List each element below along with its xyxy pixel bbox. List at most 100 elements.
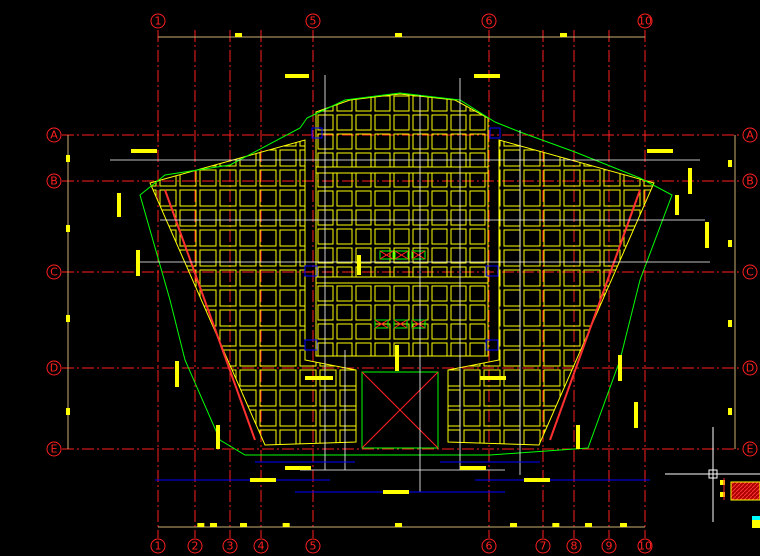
axis-label-right-bubble bbox=[742, 173, 758, 189]
waffle-cell bbox=[339, 409, 356, 427]
waffle-cell bbox=[448, 389, 461, 407]
axis-label-right-bubble bbox=[742, 127, 758, 143]
waffle-cell bbox=[503, 149, 521, 167]
waffle-cell bbox=[279, 309, 297, 327]
waffle-cell bbox=[219, 189, 237, 207]
opening-cross bbox=[411, 319, 426, 329]
waffle-cell bbox=[448, 189, 461, 207]
axis-label-bottom: 10 bbox=[638, 540, 652, 553]
waffle-cell bbox=[543, 229, 561, 247]
waffle-cell bbox=[393, 190, 410, 207]
waffle-cell bbox=[583, 249, 601, 267]
annotation-tag bbox=[250, 478, 276, 482]
waffle-cell bbox=[239, 249, 257, 267]
waffle-cell bbox=[469, 114, 486, 131]
waffle-cell bbox=[317, 152, 334, 169]
waffle-cell bbox=[336, 133, 353, 150]
waffle-cell bbox=[503, 309, 521, 327]
waffle-cell bbox=[336, 228, 353, 245]
opening-cross bbox=[411, 250, 426, 260]
waffle-cell bbox=[469, 228, 486, 245]
slab-opening bbox=[374, 319, 389, 329]
waffle-cell bbox=[159, 349, 177, 367]
waffle-cell bbox=[393, 152, 410, 169]
waffle-cell bbox=[374, 304, 391, 321]
waffle-cell bbox=[523, 309, 541, 327]
waffle-cell bbox=[219, 289, 237, 307]
axis-label-right: B bbox=[746, 175, 754, 188]
axis-label-top-bubble bbox=[637, 13, 653, 29]
waffle-cell bbox=[412, 304, 429, 321]
waffle-cell bbox=[259, 149, 277, 167]
waffle-cell bbox=[179, 389, 197, 407]
axis-label-bottom-bubble bbox=[601, 538, 617, 554]
waffle-cell bbox=[219, 429, 237, 445]
waffle-cell bbox=[259, 249, 277, 267]
waffle-cell bbox=[523, 269, 541, 287]
waffle-cell bbox=[299, 169, 317, 187]
waffle-cell bbox=[317, 190, 334, 207]
annotation-tag bbox=[705, 222, 709, 248]
waffle-cell bbox=[563, 249, 581, 267]
dimension-tick bbox=[282, 523, 290, 527]
waffle-cell bbox=[219, 229, 237, 247]
waffle-cell bbox=[563, 229, 581, 247]
waffle-cell bbox=[355, 285, 372, 302]
waffle-cell bbox=[219, 249, 237, 267]
slab-opening bbox=[394, 250, 409, 260]
waffle-cell bbox=[643, 209, 654, 227]
waffle-cell bbox=[159, 329, 177, 347]
waffle-cell bbox=[339, 149, 356, 167]
waffle-cell bbox=[483, 389, 501, 407]
waffle-cell bbox=[150, 329, 157, 347]
waffle-cell bbox=[299, 189, 317, 207]
waffle-cell bbox=[374, 95, 391, 112]
waffle-cell bbox=[431, 247, 448, 264]
annotation-tag bbox=[285, 466, 311, 470]
waffle-cell bbox=[199, 149, 217, 167]
waffle-cell bbox=[219, 329, 237, 347]
waffle-cell bbox=[623, 429, 641, 445]
waffle-cell bbox=[563, 309, 581, 327]
waffle-cell bbox=[279, 189, 297, 207]
waffle-cell bbox=[583, 140, 601, 147]
waffle-cell bbox=[374, 133, 391, 150]
waffle-cell bbox=[199, 169, 217, 187]
axis-label-bottom-bubble bbox=[535, 538, 551, 554]
annotation-tag bbox=[136, 250, 140, 276]
waffle-cell bbox=[336, 247, 353, 264]
waffle-cell bbox=[339, 429, 356, 445]
slab-opening bbox=[411, 319, 426, 329]
waffle-cell bbox=[448, 209, 461, 227]
stair-opening bbox=[361, 371, 439, 449]
waffle-cell bbox=[179, 140, 197, 147]
waffle-cell bbox=[336, 342, 353, 356]
waffle-cell bbox=[450, 304, 467, 321]
right-wing-waffle-slab bbox=[448, 140, 654, 445]
waffle-cell bbox=[393, 171, 410, 188]
waffle-cell bbox=[563, 169, 581, 187]
waffle-cell bbox=[583, 369, 601, 387]
waffle-cell bbox=[317, 209, 334, 226]
waffle-cell bbox=[179, 309, 197, 327]
annotation-tag bbox=[647, 149, 673, 153]
dimension-tick bbox=[66, 315, 70, 322]
waffle-cell bbox=[431, 171, 448, 188]
waffle-cell bbox=[412, 323, 429, 340]
waffle-cell bbox=[623, 149, 641, 167]
waffle-cell bbox=[503, 169, 521, 187]
waffle-cell bbox=[448, 429, 461, 445]
waffle-cell bbox=[563, 269, 581, 287]
crosshair-cursor[interactable] bbox=[665, 427, 760, 522]
waffle-cell bbox=[603, 140, 621, 147]
waffle-cell bbox=[483, 189, 501, 207]
waffle-cell bbox=[431, 228, 448, 245]
waffle-cell bbox=[179, 149, 197, 167]
waffle-cell bbox=[259, 169, 277, 187]
waffle-cell bbox=[374, 285, 391, 302]
axis-label-bottom-bubble bbox=[637, 538, 653, 554]
waffle-cell bbox=[299, 289, 317, 307]
waffle-cell bbox=[393, 114, 410, 131]
waffle-cell bbox=[317, 247, 334, 264]
